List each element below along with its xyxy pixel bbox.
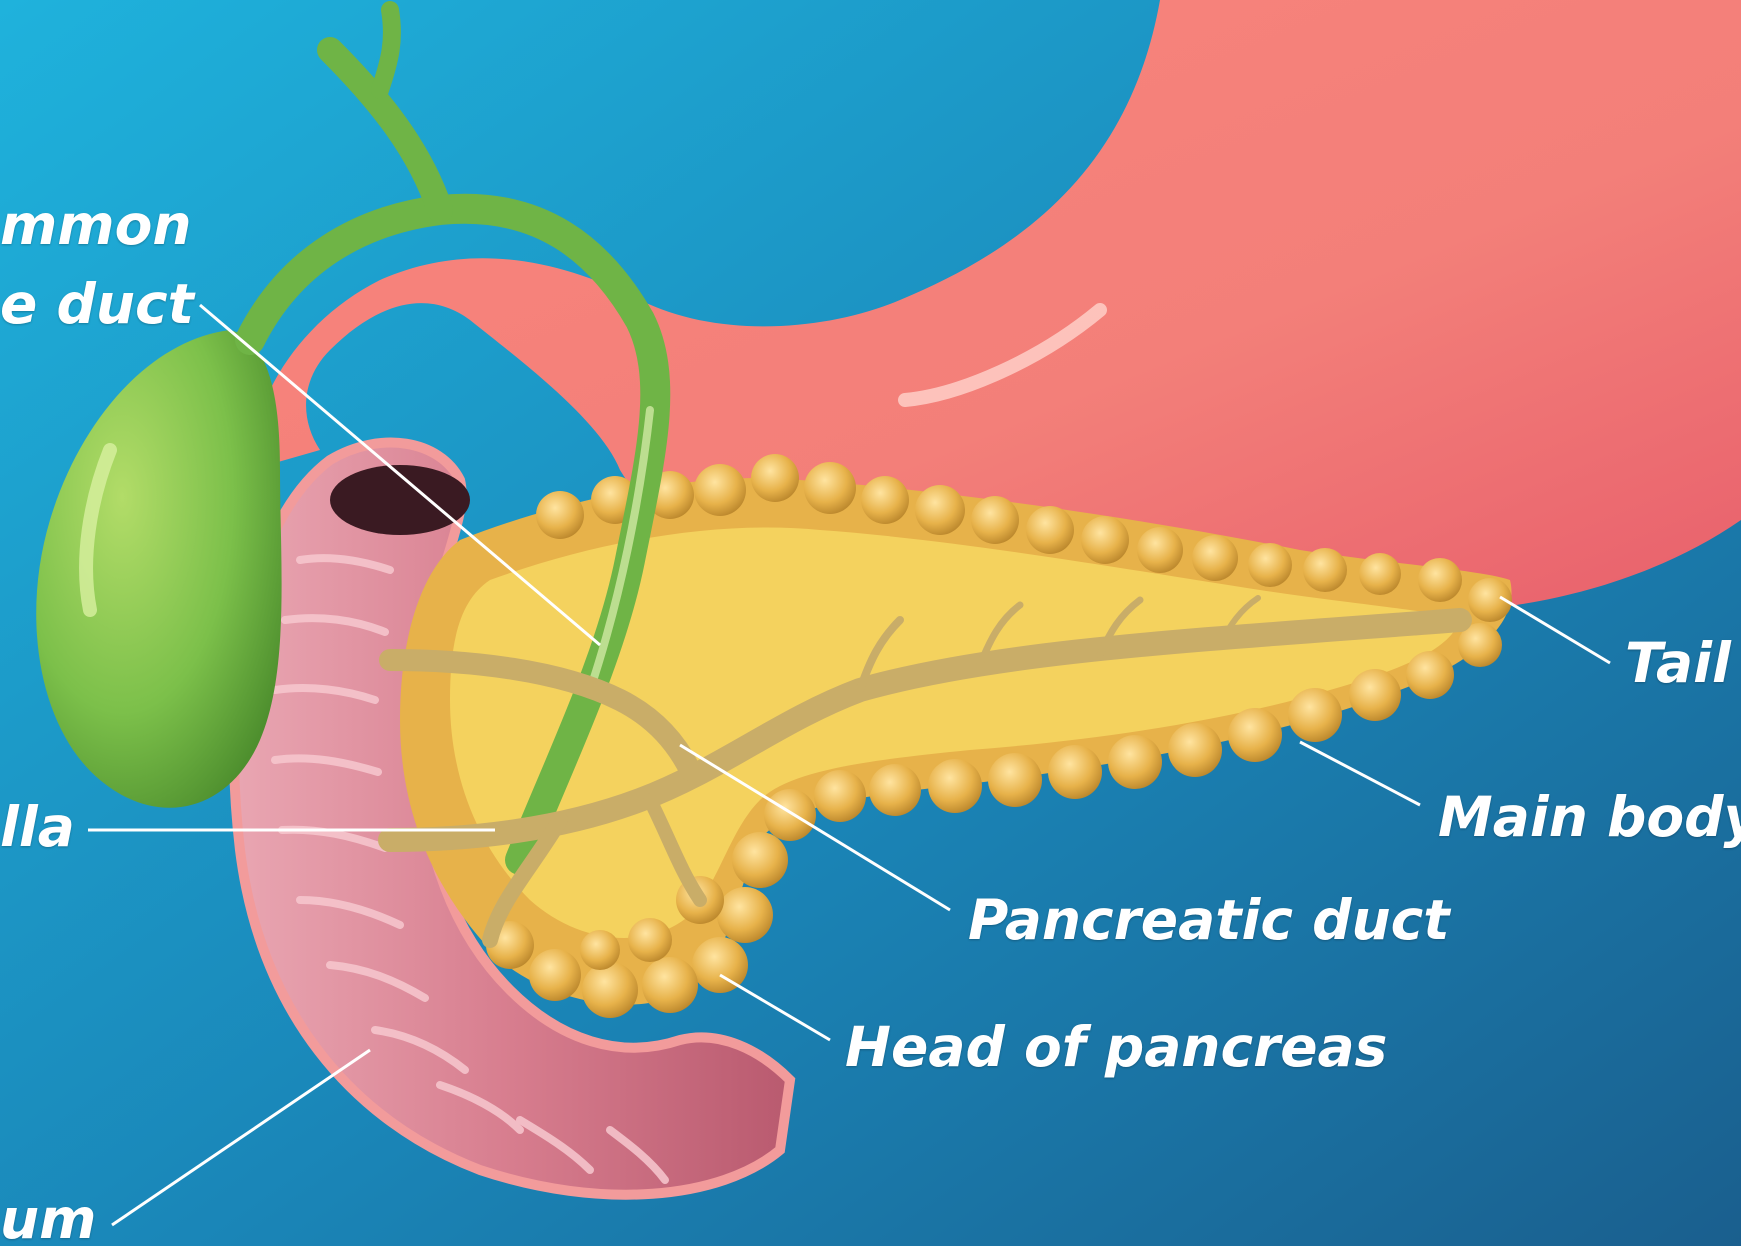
- label-common-bile-duct-line2: e duct: [0, 277, 194, 332]
- label-common-bile-duct-line1: mmon: [0, 198, 192, 253]
- label-main-body: Main body: [1438, 790, 1741, 845]
- label-ampulla: lla: [0, 800, 75, 855]
- label-duodenum: um: [0, 1192, 96, 1246]
- label-head-of-pancreas: Head of pancreas: [845, 1020, 1387, 1075]
- label-pancreatic-duct: Pancreatic duct: [968, 893, 1450, 948]
- label-tail: Tail: [1625, 636, 1731, 691]
